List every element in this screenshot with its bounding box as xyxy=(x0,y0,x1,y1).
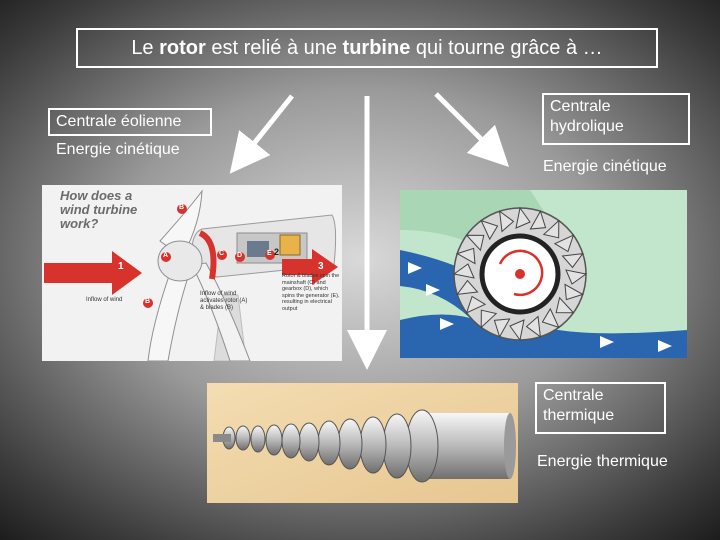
steam-turbine-image xyxy=(207,383,518,503)
wind-marker-e: E xyxy=(267,250,272,257)
wind-turbine-illustration xyxy=(42,185,342,361)
eolienne-energy: Energie cinétique xyxy=(56,141,180,158)
steam-turbine-illustration xyxy=(207,383,518,503)
hydraulique-label-line2: hydrolique xyxy=(550,118,624,135)
wind-caption-right: Rotor & blades spin the mainshaft (C) an… xyxy=(282,273,340,312)
wind-marker-b-top: B xyxy=(179,204,185,211)
eolienne-label: Centrale éolienne xyxy=(56,113,182,130)
wind-marker-2: 2 xyxy=(274,247,280,257)
title-part1: Le xyxy=(131,37,160,59)
wind-heading: How does a wind turbine work? xyxy=(60,188,138,231)
wind-caption-mid: Inflow of wind activates rotor (A) & bla… xyxy=(200,291,248,311)
eolienne-label-box: Centrale éolienne xyxy=(48,108,212,136)
wind-marker-a: A xyxy=(163,252,169,259)
hydraulique-label-box: Centrale hydrolique xyxy=(542,93,690,145)
thermique-label-line1: Centrale xyxy=(543,387,604,404)
thermique-label-line2: thermique xyxy=(543,407,615,424)
wind-inflow-caption: Inflow of wind xyxy=(86,297,123,303)
hydro-turbine-illustration xyxy=(400,190,687,358)
title-turbine: turbine xyxy=(342,37,411,59)
arrow-to-hydraulique xyxy=(434,92,510,168)
wind-turbine-image: How does a wind turbine work? 1 2 3 B A … xyxy=(42,185,342,361)
thermique-energy: Energie thermique xyxy=(537,453,668,470)
title-part3: qui tourne grâce à … xyxy=(410,37,603,59)
slide-title: Le rotor est relié à une turbine qui tou… xyxy=(76,28,658,68)
thermique-label-box: Centrale thermique xyxy=(535,382,666,434)
arrow-to-eolienne xyxy=(229,94,294,174)
hydraulique-label-line1: Centrale xyxy=(550,98,611,115)
wind-marker-3: 3 xyxy=(318,261,324,272)
title-part2: est relié à une xyxy=(205,37,343,59)
title-rotor: rotor xyxy=(159,37,206,59)
wind-marker-d: D xyxy=(237,252,243,259)
wind-marker-1: 1 xyxy=(118,261,124,272)
hydro-turbine-image xyxy=(400,190,687,358)
wind-marker-c: C xyxy=(219,250,225,257)
hydraulique-energy: Energie cinétique xyxy=(543,158,667,175)
wind-marker-b-bottom: B xyxy=(145,298,151,305)
